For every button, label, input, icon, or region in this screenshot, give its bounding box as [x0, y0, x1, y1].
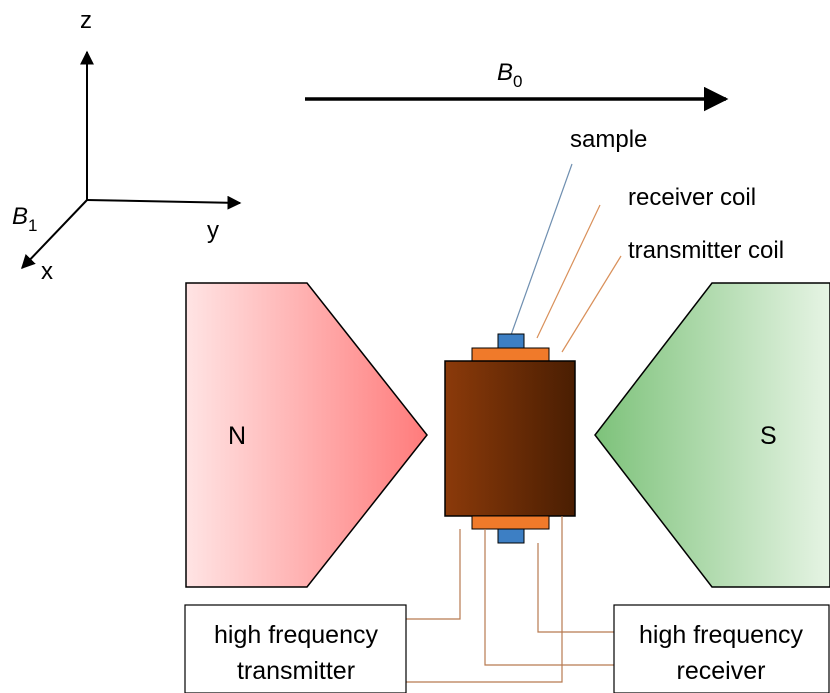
wires — [406, 516, 614, 683]
sample-leader-line — [510, 163, 573, 336]
wire-receiver-coil-to-transmitter — [406, 516, 563, 683]
receiver-box-line2: receiver — [677, 657, 766, 685]
coordinate-axes: z y x B1 — [12, 7, 242, 285]
coil-assembly — [444, 333, 576, 544]
wire-receiver-coil-to-receiver-b — [537, 543, 614, 633]
north-magnet-pole: N — [185, 282, 428, 588]
wire-transmitter-coil-to-transmitter — [406, 529, 461, 620]
b1-label: B1 — [12, 203, 37, 235]
south-pole-shape — [594, 282, 830, 588]
b1-subscript: 1 — [28, 216, 37, 235]
south-pole-label: S — [760, 422, 777, 450]
wire-receiver-coil-to-receiver-a — [484, 529, 614, 666]
receiver-coil-top — [471, 347, 550, 363]
x-axis-label: x — [41, 258, 53, 285]
sample-bottom — [497, 528, 525, 544]
high-frequency-receiver-box: high frequency receiver — [613, 604, 830, 693]
receiver-coil-leader-line — [536, 204, 601, 339]
transmitter-coil-label: transmitter coil — [628, 237, 784, 264]
transmitter-coil-leader-line — [561, 255, 622, 353]
north-pole-shape — [185, 282, 428, 588]
receiver-coil-bottom — [471, 515, 550, 530]
b0-symbol: B — [497, 59, 513, 86]
x-axis — [21, 199, 88, 270]
sample-top — [497, 333, 525, 350]
b1-symbol: B — [12, 203, 28, 230]
b0-label: B0 — [497, 59, 522, 91]
transmitter-box-line2: transmitter — [237, 657, 355, 685]
z-axis-label: z — [80, 7, 92, 34]
high-frequency-transmitter-box: high frequency transmitter — [184, 604, 407, 693]
y-axis — [86, 195, 242, 210]
b0-subscript: 0 — [513, 72, 522, 91]
b0-field: B0 — [305, 59, 729, 112]
transmitter-coil-body — [444, 360, 576, 517]
receiver-box-frame — [613, 604, 830, 693]
sample-label: sample — [570, 126, 647, 153]
receiver-box-line1: high frequency — [639, 621, 804, 649]
transmitter-box-frame — [184, 604, 407, 693]
south-magnet-pole: S — [594, 282, 830, 588]
north-pole-label: N — [228, 422, 246, 450]
transmitter-box-line1: high frequency — [214, 621, 379, 649]
y-axis-label: y — [207, 217, 219, 244]
receiver-coil-label: receiver coil — [628, 184, 756, 211]
